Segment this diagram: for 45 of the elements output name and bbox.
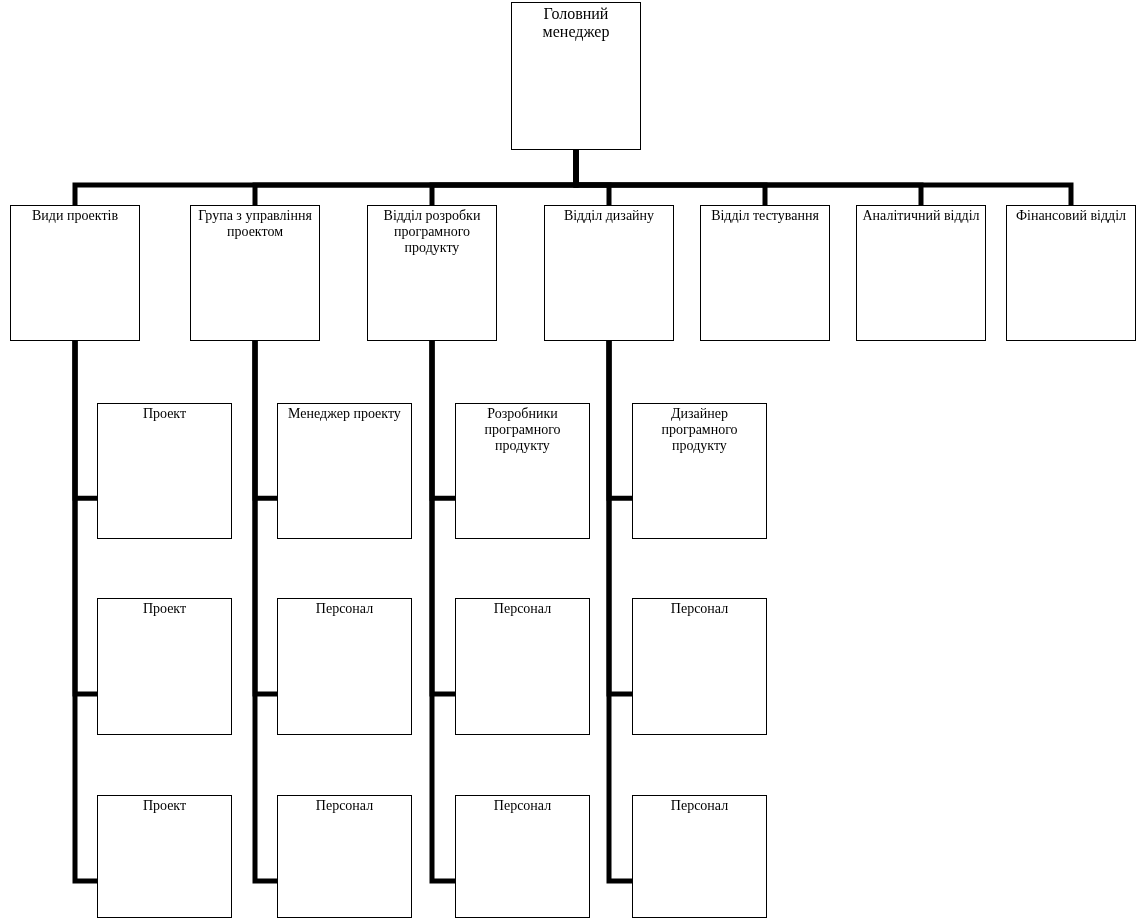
unit-label: Розробники програмного продукту	[483, 406, 562, 455]
org-unit-box	[700, 205, 830, 341]
unit-label: Проект	[141, 798, 188, 815]
unit-label: Головний менеджер	[541, 5, 611, 42]
manager-box	[511, 2, 641, 150]
unit-label: Проект	[141, 601, 188, 618]
unit-label: Аналітичний відділ	[861, 208, 981, 225]
org-unit-box	[632, 598, 767, 735]
unit-label: Менеджер проекту	[287, 406, 402, 423]
org-unit-box	[1006, 205, 1136, 341]
unit-label: Група з управління проектом	[197, 208, 313, 241]
org-unit-box	[544, 205, 674, 341]
unit-label: Проект	[141, 406, 188, 423]
org-unit-box	[97, 403, 232, 539]
unit-label: Фінансовий відділ	[1014, 208, 1128, 225]
org-unit-box	[455, 795, 590, 918]
unit-label: Персонал	[492, 798, 553, 815]
org-unit-box	[277, 598, 412, 735]
org-unit-box	[455, 403, 590, 539]
unit-label: Види проектів	[30, 208, 120, 225]
org-unit-box	[632, 403, 767, 539]
unit-label: Персонал	[669, 798, 730, 815]
connector-line	[252, 341, 277, 884]
unit-label: Персонал	[492, 601, 553, 618]
connector-line	[72, 341, 97, 884]
unit-label: Персонал	[314, 601, 375, 618]
unit-label: Персонал	[669, 601, 730, 618]
org-unit-box	[367, 205, 497, 341]
org-unit-box	[277, 403, 412, 539]
unit-label: Відділ розробки програмного продукту	[382, 208, 482, 257]
org-unit-box	[97, 795, 232, 918]
org-unit-box	[632, 795, 767, 918]
unit-label: Персонал	[314, 798, 375, 815]
org-unit-box	[190, 205, 320, 341]
connector-line	[606, 341, 632, 884]
unit-label: Відділ тестування	[710, 208, 820, 225]
connector-line	[573, 150, 1074, 205]
org-unit-box	[856, 205, 986, 341]
unit-label: Відділ дизайну	[562, 208, 656, 225]
org-unit-box	[10, 205, 140, 341]
connector-line	[429, 341, 455, 884]
org-unit-box	[455, 598, 590, 735]
org-unit-box	[277, 795, 412, 918]
unit-label: Дизайнер програмного продукту	[660, 406, 739, 455]
org-unit-box	[97, 598, 232, 735]
